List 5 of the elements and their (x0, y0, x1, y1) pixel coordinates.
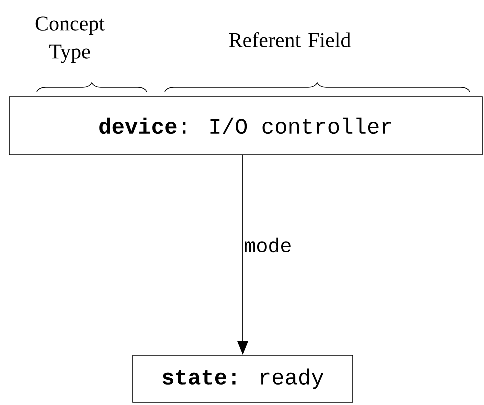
label-text: Referent Field (229, 32, 351, 48)
concept-box: device: I/O controller (9, 96, 483, 156)
label-text: Concept Type (36, 16, 105, 64)
concept-box: state: ready (132, 355, 354, 403)
edge-label: mode (243, 236, 294, 254)
